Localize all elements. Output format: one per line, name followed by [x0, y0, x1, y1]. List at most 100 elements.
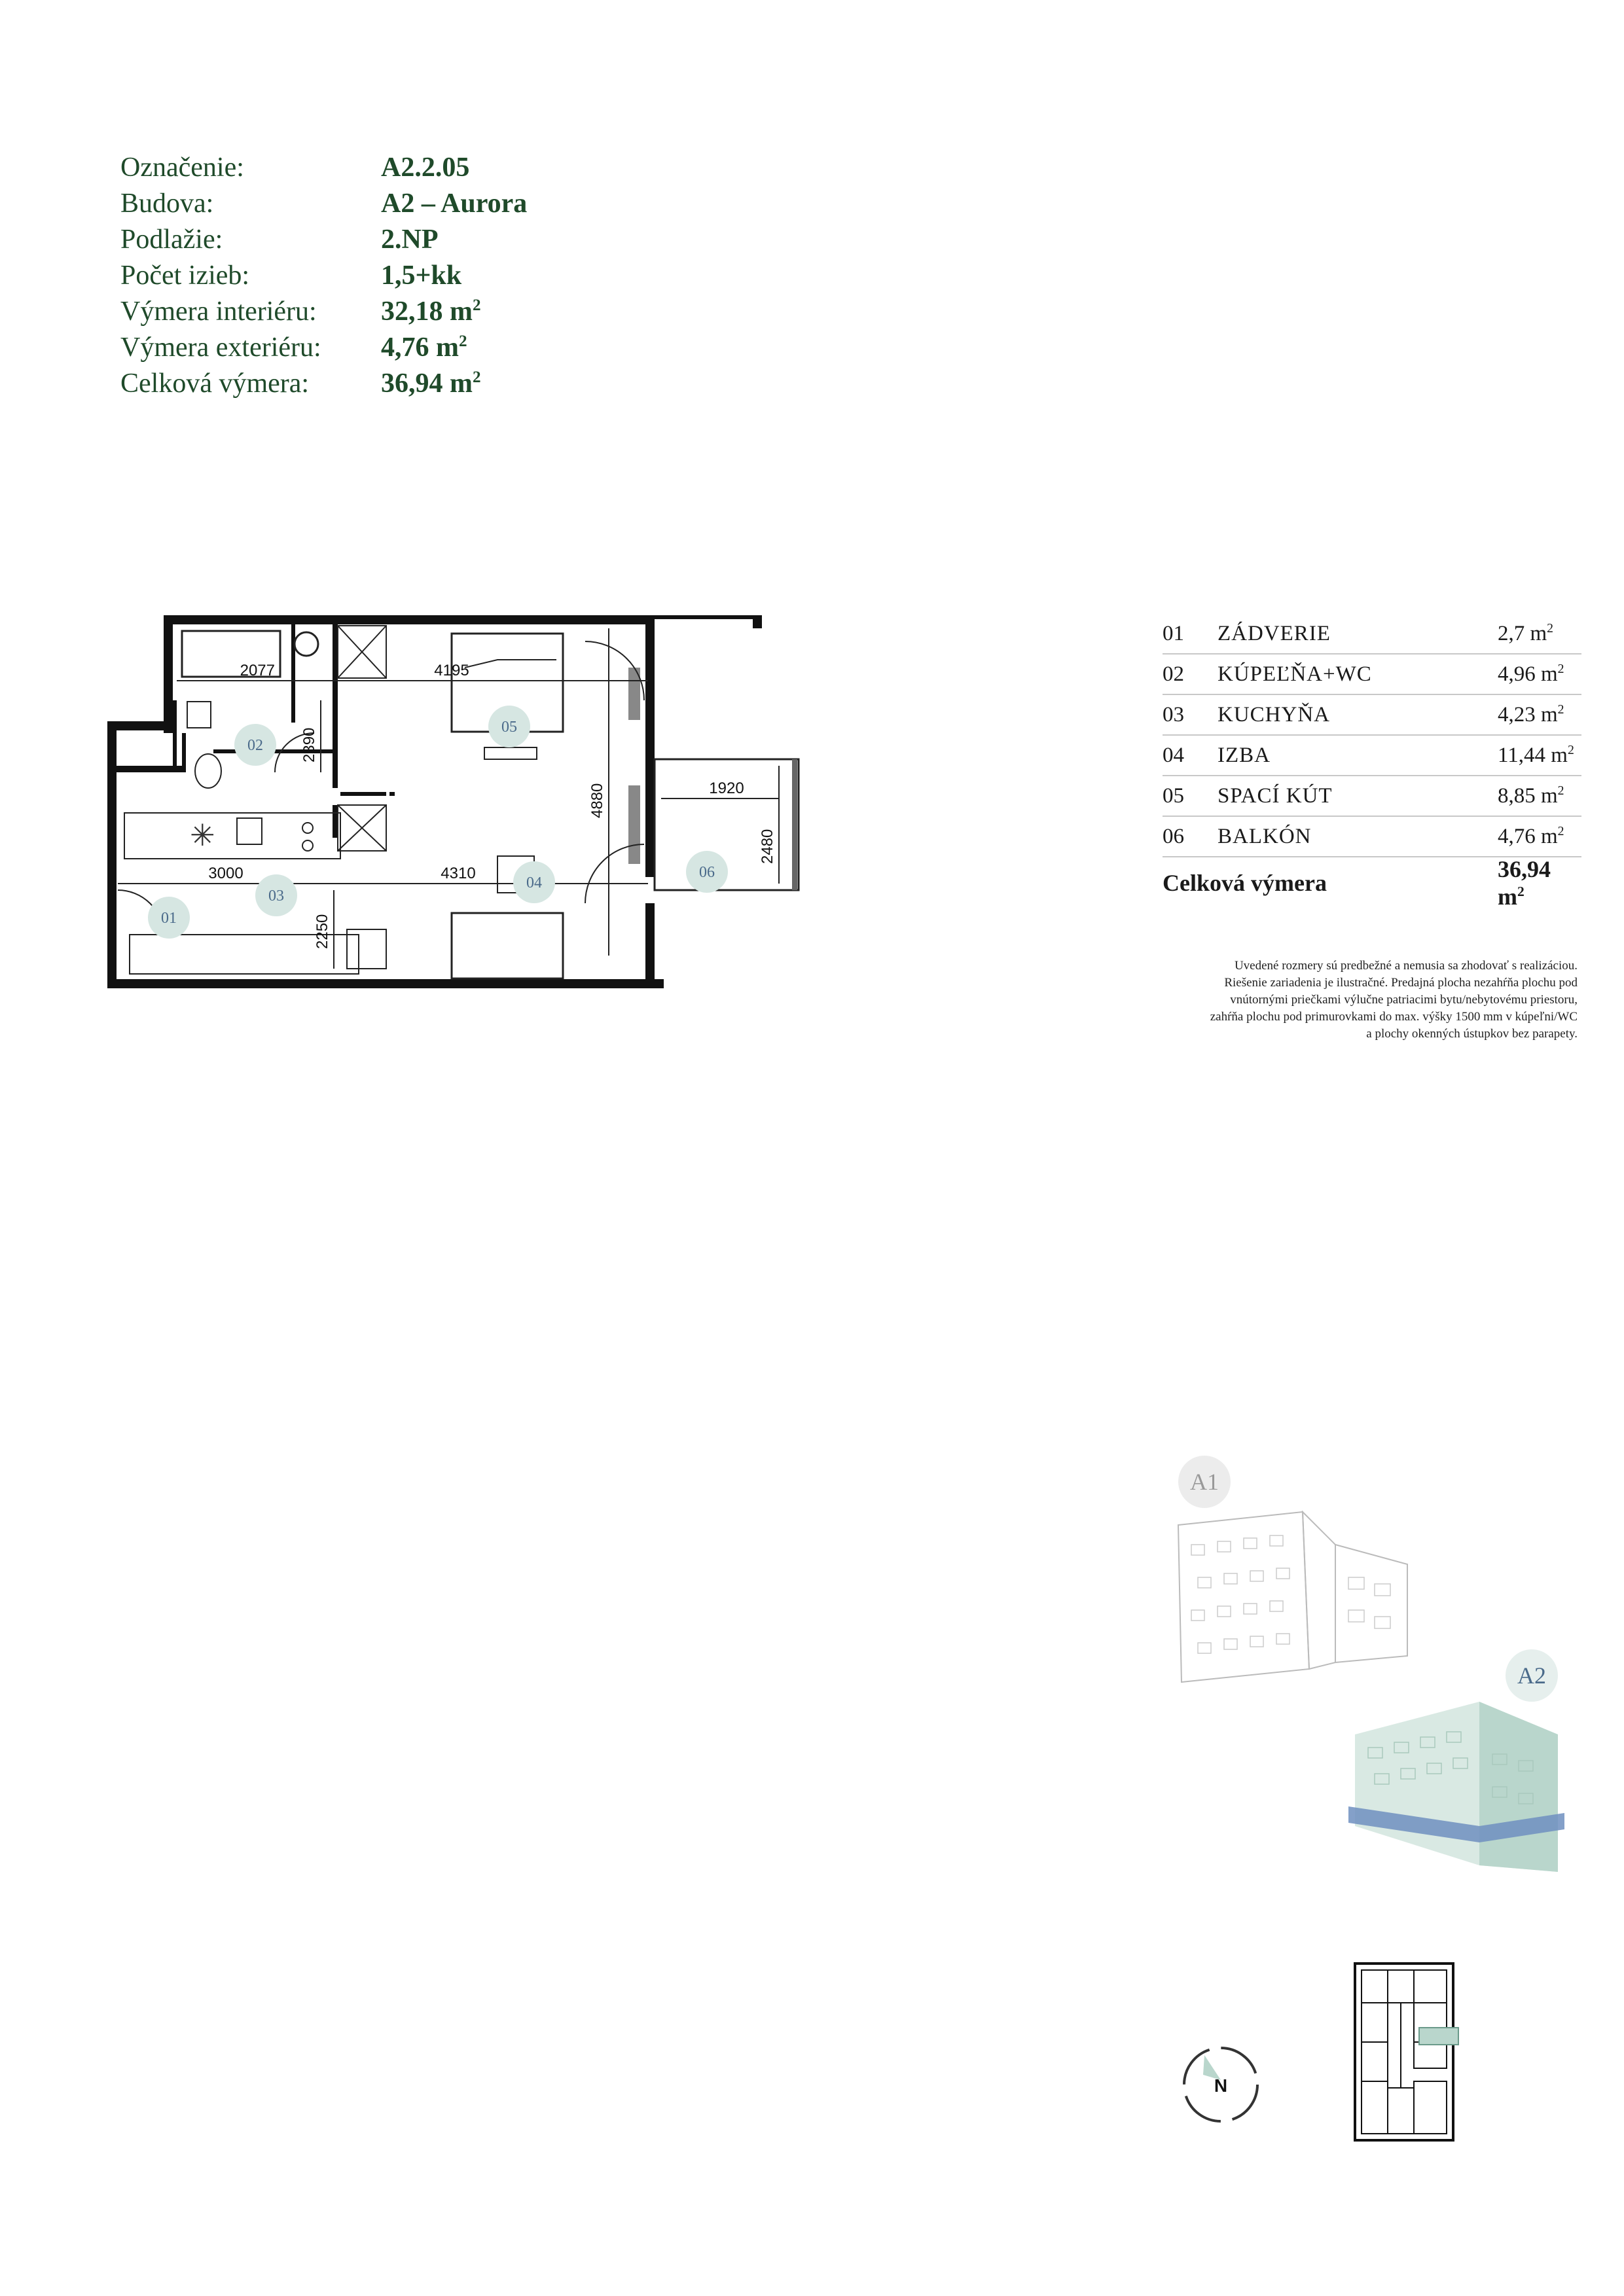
- spec-label: Budova:: [120, 188, 214, 219]
- spec-label: Podlažie:: [120, 224, 223, 255]
- dimension-label: 4880: [588, 783, 606, 818]
- room-name: KÚPEĽŇA+WC: [1218, 662, 1372, 686]
- building-a2-illustration: [1348, 1702, 1564, 1872]
- room-number: 06: [1163, 824, 1184, 848]
- spec-value: 1,5+kk: [381, 260, 462, 291]
- wardrobe: [337, 625, 387, 679]
- door-swing: [585, 641, 645, 701]
- toilet: [194, 753, 222, 789]
- bottom-counter: [129, 934, 359, 975]
- dimension-label: 1920: [709, 780, 744, 797]
- room-name: KUCHYŇA: [1218, 702, 1330, 726]
- spec-value: 4,76 m2: [381, 332, 467, 363]
- spec-label: Označenie:: [120, 152, 244, 183]
- room-marker-label: 01: [161, 910, 177, 927]
- dimension-label: 2480: [759, 829, 776, 864]
- door-swing: [585, 844, 645, 904]
- sink: [293, 631, 319, 657]
- spec-label: Výmera interiéru:: [120, 296, 317, 327]
- spec-row: Podlažie: 2.NP: [120, 221, 710, 257]
- note-line: vnútornými priečkami výlučne patriacimi …: [1230, 993, 1578, 1007]
- note-line: zahŕňa plochu pod primurovkami do max. v…: [1210, 1010, 1578, 1024]
- dimension-label: 2390: [300, 728, 318, 762]
- compass-north-label: N: [1214, 2075, 1227, 2096]
- building-a2-label: A2: [1506, 1649, 1558, 1702]
- highlighted-floor: [1348, 1806, 1564, 1842]
- room-area: 4,76 m2: [1498, 824, 1564, 848]
- spec-label: Výmera exteriéru:: [120, 332, 321, 363]
- room-row: 06 BALKÓN 4,76 m2: [1163, 817, 1581, 857]
- spec-row: Celková výmera: 36,94 m2: [120, 365, 710, 401]
- note-line: a plochy okenných ústupkov bez parapety.: [1366, 1027, 1578, 1041]
- room-area: 4,96 m2: [1498, 662, 1564, 686]
- room-marker-label: 06: [699, 864, 715, 881]
- building-a1-label: A1: [1178, 1456, 1231, 1508]
- room-number: 02: [1163, 662, 1184, 686]
- desk: [484, 747, 537, 760]
- total-label: Celková výmera: [1163, 870, 1327, 896]
- dimension-label: 4310: [441, 865, 475, 882]
- room-total: Celková výmera 36,94 m2: [1163, 856, 1581, 910]
- room-number: 01: [1163, 621, 1184, 645]
- room-row: 04 IZBA 11,44 m2: [1163, 736, 1581, 776]
- room-marker-05: [488, 706, 530, 747]
- room-area: 11,44 m2: [1498, 743, 1574, 767]
- hob-icon: ✳: [190, 817, 215, 853]
- room-marker-label: 02: [247, 737, 263, 754]
- room-marker-01: [148, 897, 190, 939]
- room-table: 01 ZÁDVERIE 2,7 m2 02 KÚPEĽŇA+WC 4,96 m2 03 K…: [1163, 614, 1581, 910]
- room-marker-03: [255, 874, 297, 916]
- room-area: 2,7 m2: [1498, 621, 1554, 645]
- room-name: IZBA: [1218, 743, 1271, 767]
- note-line: Riešenie zariadenia je ilustračné. Preda…: [1224, 976, 1578, 990]
- spec-label: Počet izieb:: [120, 260, 250, 291]
- disclaimer-note: Uvedené rozmery sú predbežné a nemusia s…: [1113, 958, 1578, 1043]
- spec-label: Celková výmera:: [120, 368, 310, 399]
- sofa: [450, 912, 564, 980]
- room-marker-label: 03: [268, 888, 284, 905]
- room-name: ZÁDVERIE: [1218, 621, 1331, 645]
- room-number: 04: [1163, 743, 1184, 767]
- building-a1-illustration: [1177, 1510, 1408, 1683]
- room-number: 03: [1163, 702, 1184, 726]
- spec-row: Počet izieb: 1,5+kk: [120, 257, 710, 293]
- apartment-specs: Označenie: A2.2.05 Budova: A2 – Aurora Pod…: [120, 149, 710, 401]
- dimension-label: 2250: [314, 914, 331, 949]
- spec-value: A2 – Aurora: [381, 188, 528, 219]
- window: [628, 785, 640, 864]
- spec-value: 32,18 m2: [381, 296, 481, 327]
- spec-value: 2.NP: [381, 224, 439, 255]
- room-row: 01 ZÁDVERIE 2,7 m2: [1163, 614, 1581, 655]
- room-row: 02 KÚPEĽŇA+WC 4,96 m2: [1163, 655, 1581, 695]
- spec-value: A2.2.05: [381, 152, 470, 183]
- room-name: SPACÍ KÚT: [1218, 783, 1333, 808]
- room-marker-label: 05: [501, 719, 517, 736]
- cabinet: [337, 804, 387, 852]
- spec-row: Výmera exteriéru: 4,76 m2: [120, 329, 710, 365]
- apartment-highlight: [1418, 2027, 1459, 2045]
- compass-needle-icon: [1203, 2055, 1221, 2080]
- room-marker-label: 04: [526, 874, 542, 891]
- note-line: Uvedené rozmery sú predbežné a nemusia s…: [1234, 959, 1578, 973]
- balcony: [653, 758, 800, 891]
- door-swing: [274, 732, 315, 773]
- spec-row: Budova: A2 – Aurora: [120, 185, 710, 221]
- room-row: 03 KUCHYŇA 4,23 m2: [1163, 695, 1581, 736]
- kitchen-counter: [124, 812, 341, 859]
- total-area: 36,94 m2: [1498, 856, 1551, 910]
- floor-key-plan: [1354, 1962, 1459, 2142]
- bathtub: [181, 630, 281, 678]
- room-area: 4,23 m2: [1498, 702, 1564, 726]
- outer-walls: [107, 615, 762, 988]
- spec-value: 36,94 m2: [381, 368, 481, 399]
- room-name: BALKÓN: [1218, 824, 1312, 848]
- room-marker-02: [234, 724, 276, 766]
- room-area: 8,85 m2: [1498, 783, 1564, 808]
- spec-row: Označenie: A2.2.05: [120, 149, 710, 185]
- room-marker-06: [686, 851, 728, 893]
- washbasin: [187, 701, 211, 728]
- dimension-label: 3000: [208, 865, 243, 882]
- dimension-label: 4195: [434, 662, 469, 679]
- dimension-label: 2077: [240, 662, 275, 679]
